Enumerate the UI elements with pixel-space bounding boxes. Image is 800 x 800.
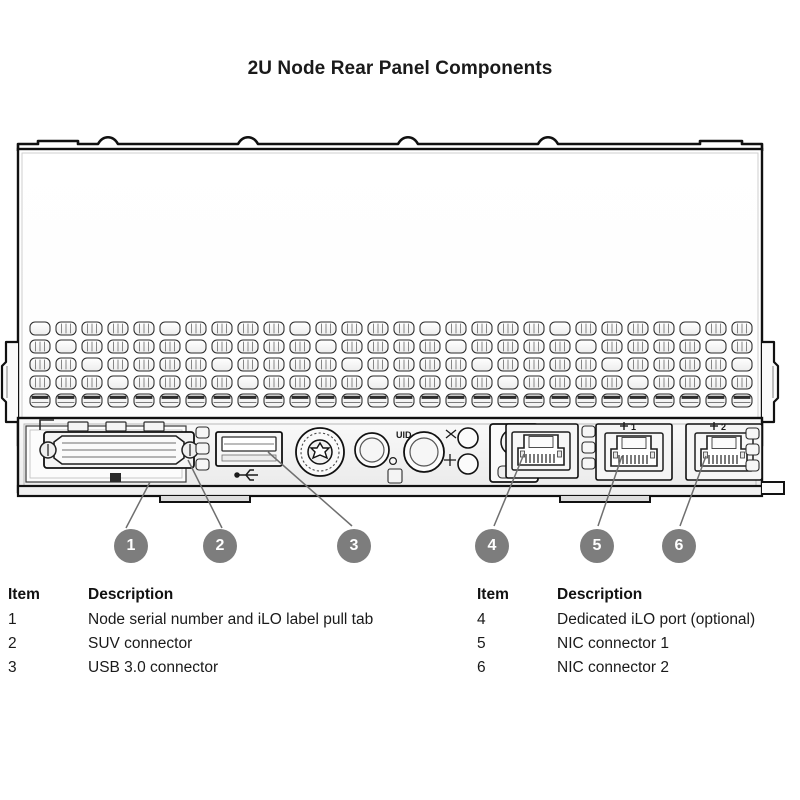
thumbscrew — [295, 427, 345, 477]
nic-connector-2: 2 — [685, 422, 763, 481]
health-leds — [444, 427, 479, 475]
legend-item-description: Node serial number and iLO label pull ta… — [88, 611, 374, 628]
usb-side-indicators — [195, 426, 210, 471]
legend-header-description-right: Description — [557, 586, 643, 603]
page-title: 2U Node Rear Panel Components — [247, 58, 553, 79]
nic-connector-1: 1 — [595, 422, 673, 481]
nic1-silkscreen-label: 1 — [631, 422, 636, 432]
legend-header-row: Item Description — [477, 586, 755, 611]
legend-item-description: NIC connector 1 — [557, 635, 669, 652]
callout-leader-lines — [125, 451, 707, 529]
dedicated-ilo-port — [505, 423, 596, 479]
legend-item-description: USB 3.0 connector — [88, 659, 219, 676]
callout-badge-1: 1 — [114, 529, 148, 563]
legend-row: 6 NIC connector 2 — [477, 659, 755, 683]
legend-column-left: Item Description 1 Node serial number an… — [8, 586, 458, 683]
legend-table-left: Item Description 1 Node serial number an… — [8, 586, 373, 683]
legend-item-number: 3 — [8, 659, 17, 676]
uid-silkscreen-label: UID — [396, 430, 412, 440]
legend-item-description: Dedicated iLO port (optional) — [557, 611, 756, 628]
usb-trident-icon — [234, 469, 258, 481]
legend-row: 4 Dedicated iLO port (optional) — [477, 611, 755, 635]
legend-body-left: 1 Node serial number and iLO label pull … — [8, 611, 373, 683]
legend-header-description-left: Description — [88, 586, 174, 603]
nic1-network-icon — [620, 422, 628, 430]
legend-item-number: 5 — [477, 635, 486, 652]
legend-header-row: Item Description — [8, 586, 373, 611]
legend-item-number: 4 — [477, 611, 486, 628]
legend-header-item-left: Item — [8, 586, 40, 603]
nic2-network-icon — [710, 422, 718, 430]
callout-badge-5: 5 — [580, 529, 614, 563]
legend-item-description: NIC connector 2 — [557, 659, 669, 676]
chassis-top-shell — [16, 135, 764, 447]
legend-column-right: Item Description 4 Dedicated iLO port (o… — [477, 586, 797, 683]
chassis-left-latch — [0, 340, 18, 424]
power-button — [354, 432, 390, 468]
ilo-side-indicators — [581, 425, 596, 470]
legend-row: 2 SUV connector — [8, 635, 373, 659]
nic2-silkscreen-label: 2 — [721, 422, 726, 432]
server-rear-panel-figure: UID — [0, 130, 800, 570]
legend-item-number: 6 — [477, 659, 486, 676]
uid-button — [403, 431, 445, 473]
legend-body-right: 4 Dedicated iLO port (optional) 5 NIC co… — [477, 611, 755, 683]
component-legend: Item Description 1 Node serial number an… — [0, 586, 800, 696]
legend-row: 5 NIC connector 1 — [477, 635, 755, 659]
legend-header-item-right: Item — [477, 586, 509, 603]
usb-3-connector — [195, 426, 283, 481]
nic2-side-indicators — [745, 427, 760, 472]
legend-item-description: SUV connector — [88, 635, 193, 652]
legend-row: 1 Node serial number and iLO label pull … — [8, 611, 373, 635]
legend-table-right: Item Description 4 Dedicated iLO port (o… — [477, 586, 755, 683]
callout-badge-2: 2 — [203, 529, 237, 563]
chassis-right-latch — [762, 340, 780, 424]
server-rear-panel-drawing: UID — [0, 135, 785, 529]
legend-row: 3 USB 3.0 connector — [8, 659, 373, 683]
callout-badge-3: 3 — [337, 529, 371, 563]
suv-connector — [39, 421, 199, 469]
legend-item-number: 2 — [8, 635, 17, 652]
legend-item-number: 1 — [8, 611, 17, 628]
callout-badge-6: 6 — [662, 529, 696, 563]
callout-badge-4: 4 — [475, 529, 509, 563]
